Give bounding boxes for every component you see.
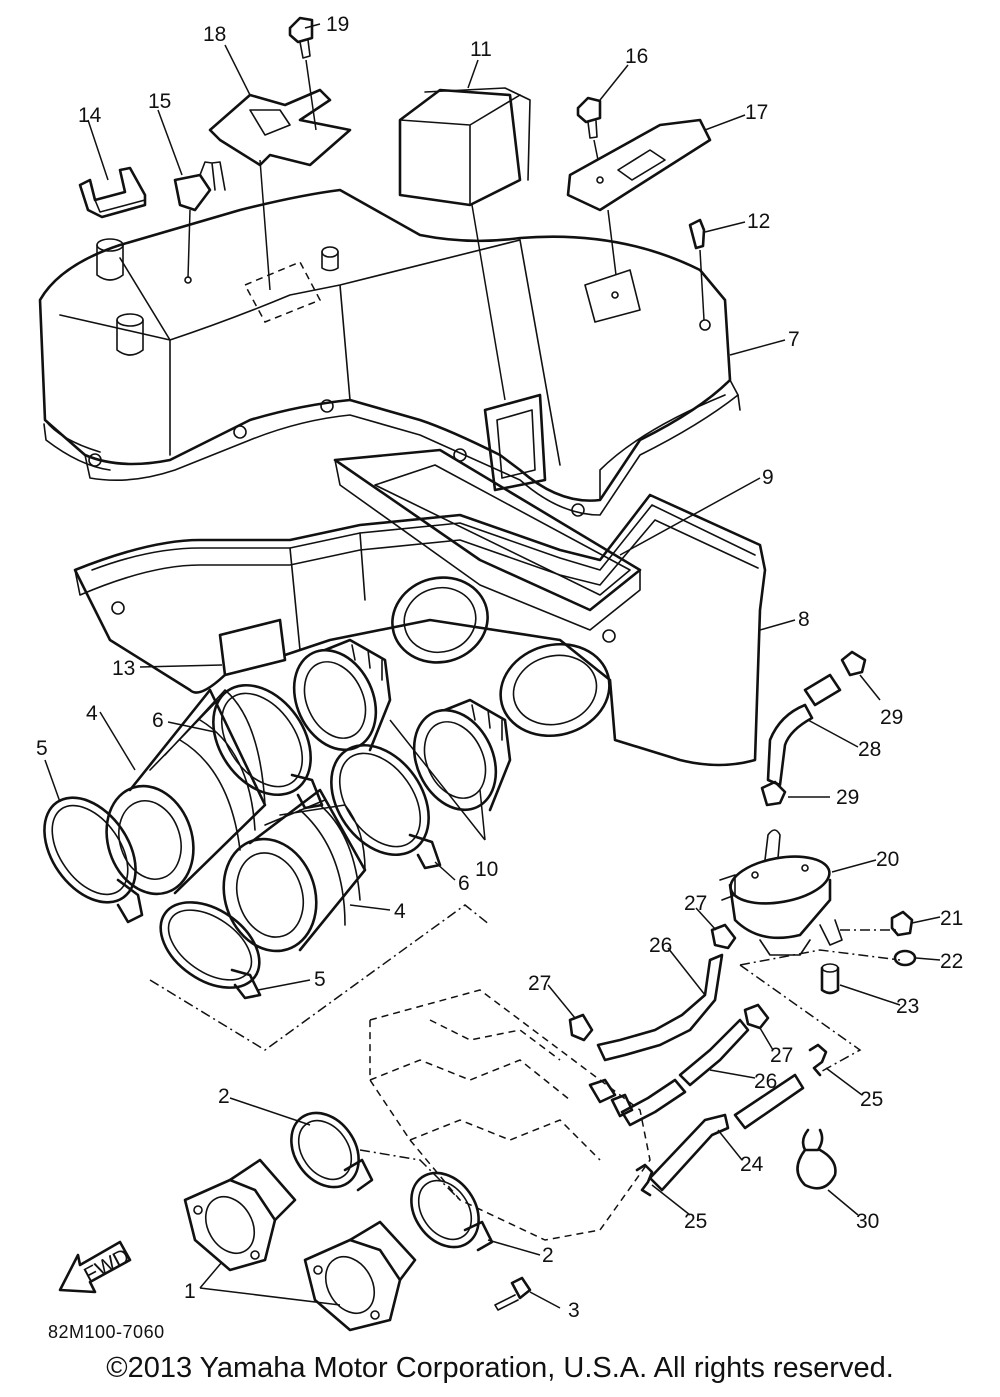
part-24-hose: [648, 1073, 805, 1192]
part-27-clip-c: [743, 1003, 770, 1030]
callout-11: 11: [470, 38, 492, 61]
callout-15: 15: [148, 90, 171, 113]
callout-29b: 29: [836, 786, 859, 809]
part-26-hose-lower: [620, 1018, 750, 1127]
part-25-clip-upper: [808, 1043, 828, 1077]
carburetor-assembly: [359, 989, 651, 1241]
callout-25a: 25: [860, 1088, 883, 1111]
part-26-hose-upper: [596, 953, 724, 1062]
assembly-line-joints: [149, 904, 491, 1051]
callout-6a: 6: [152, 709, 164, 732]
fwd-arrow-icon: FWD: [58, 1240, 133, 1294]
callout-14: 14: [78, 104, 102, 127]
callout-20: 20: [876, 848, 899, 871]
leader-lines: [44, 23, 941, 1309]
callout-26b: 26: [754, 1070, 777, 1093]
callout-10: 10: [475, 858, 498, 881]
part-19-bolt: [288, 16, 317, 131]
part-11-boot: [398, 87, 531, 401]
callout-4b: 4: [394, 900, 406, 923]
carburetor-joint-upper: [105, 688, 267, 896]
part-15-clip: [173, 161, 226, 284]
callout-12: 12: [747, 210, 770, 233]
copyright-notice: ©2013 Yamaha Motor Corporation, U.S.A. A…: [106, 1352, 894, 1384]
callout-28: 28: [858, 738, 881, 761]
hose-clamp-5-upper: [43, 796, 144, 924]
part-16-bolt: [576, 96, 602, 161]
callout-4a: 4: [86, 702, 98, 725]
diagram-code: 82M100-7060: [48, 1322, 165, 1342]
callout-18: 18: [203, 23, 226, 46]
callout-7: 7: [788, 328, 800, 351]
callout-21: 21: [940, 907, 963, 930]
air-funnel-lower: [412, 698, 512, 812]
callout-26a: 26: [649, 934, 672, 957]
part-14-clip: [78, 166, 147, 219]
callout-labels: 19 18 11 16 17 12 14 15 7 9 8 13 4 5 6 1…: [36, 13, 963, 1322]
part-29-clip-lower: [760, 780, 787, 807]
part-28-hose: [766, 673, 842, 787]
part-23-grommet: [820, 963, 840, 995]
callout-13: 13: [112, 657, 135, 680]
air-cleaner-case-cover: [38, 188, 741, 517]
callout-2a: 2: [218, 1085, 230, 1108]
part-18-bracket: [208, 88, 352, 291]
part-27-clip-b: [568, 1013, 594, 1042]
callout-6b: 6: [458, 872, 470, 895]
callout-19: 19: [326, 13, 349, 36]
callout-23: 23: [896, 995, 919, 1018]
callout-9: 9: [762, 466, 774, 489]
callout-17: 17: [745, 101, 768, 124]
air-cleaner-case: [73, 493, 767, 767]
callout-16: 16: [625, 45, 648, 68]
callout-5b: 5: [314, 968, 326, 991]
hose-clamp-5-lower: [159, 901, 262, 1000]
part-12-screw: [688, 218, 706, 321]
carb-fittings: [588, 1078, 634, 1118]
callout-2b: 2: [542, 1244, 554, 1267]
fuel-pump-20: [719, 829, 843, 956]
callout-5a: 5: [36, 737, 48, 760]
part-25-clip-lower: [635, 1163, 654, 1197]
part-30-clamp: [796, 1128, 837, 1190]
callout-27b: 27: [528, 972, 551, 995]
callout-29a: 29: [880, 706, 903, 729]
callout-3: 3: [568, 1299, 580, 1322]
callout-27a: 27: [684, 892, 707, 915]
part-27-clip-a: [710, 923, 737, 950]
callout-8: 8: [798, 608, 810, 631]
hose-clamp-6-upper: [212, 683, 324, 810]
callout-30: 30: [856, 1210, 879, 1233]
intake-manifold-lower: [303, 1220, 417, 1332]
part-17-plate: [566, 118, 712, 276]
part-29-clip-upper: [840, 650, 867, 677]
callout-24: 24: [740, 1153, 764, 1176]
callout-25b: 25: [684, 1210, 707, 1233]
intake-manifold-upper: [183, 1158, 297, 1272]
assembly-line-pump: [739, 929, 901, 966]
part-21-nut: [890, 910, 914, 937]
part-22-washer: [893, 949, 917, 967]
manifold-clamp-upper: [290, 1111, 374, 1192]
callout-27c: 27: [770, 1044, 793, 1067]
manifold-clamp-lower: [410, 1171, 494, 1252]
assembly-line-25: [739, 964, 862, 1076]
air-funnel-upper: [292, 638, 392, 752]
callout-1: 1: [184, 1280, 196, 1303]
part-3-bolt: [494, 1276, 532, 1311]
air-cleaner-element: [333, 448, 642, 631]
carburetor-joint-lower: [222, 788, 367, 953]
callout-22: 22: [940, 950, 963, 973]
